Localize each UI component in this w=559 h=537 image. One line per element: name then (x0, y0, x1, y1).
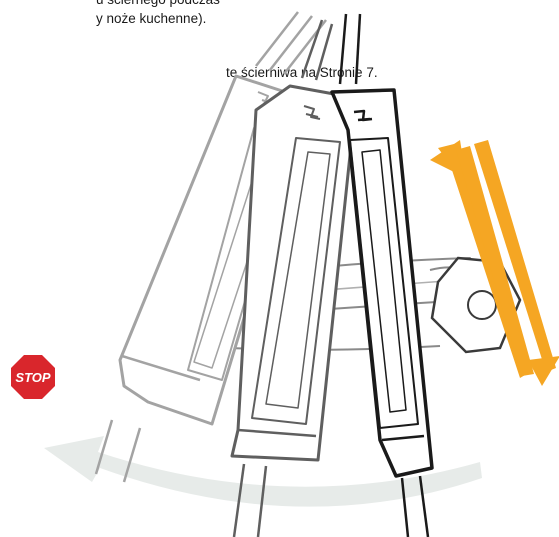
instruction-text-line-2: y noże kuchenne). (96, 11, 207, 26)
sharpener-rod-dark (330, 13, 434, 537)
instruction-text-line-1: u ściernego podczas (96, 0, 220, 9)
motion-arrows (430, 140, 559, 386)
stop-sign-label: STOP (15, 370, 50, 385)
return-arrow (44, 436, 482, 507)
stop-sign: STOP (11, 355, 55, 399)
